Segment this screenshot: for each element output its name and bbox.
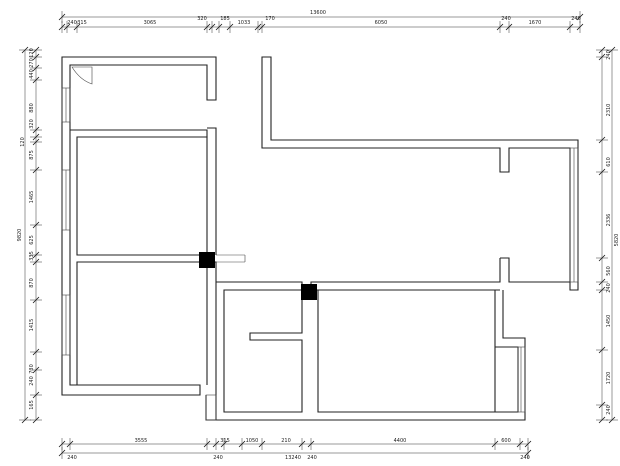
- top-dim-7: 170: [265, 16, 275, 22]
- bottom-dim-5: 1050: [246, 438, 259, 444]
- right-dim-5: 560: [606, 266, 612, 276]
- right-dimension-chain: 5820 240 2310 610 2336 560 240 1450 1720…: [596, 46, 620, 424]
- bottom-dim-2: 3555: [135, 438, 148, 444]
- left-dim-15: 165: [29, 400, 35, 410]
- top-dim-10: 1670: [529, 20, 542, 26]
- left-dim-6: 120: [20, 137, 26, 147]
- right-dim-6: 240: [606, 283, 612, 293]
- right-dim-4: 2336: [606, 214, 612, 227]
- top-dim-8: 6050: [375, 20, 388, 26]
- right-dim-9: 240: [606, 405, 612, 415]
- windows: [61, 87, 579, 421]
- top-dimension-chain: 13600 240 315 3065 320 185 1033 170 6050…: [58, 10, 584, 33]
- top-dim-11: 240: [571, 16, 581, 22]
- left-dim-13: 240: [29, 376, 35, 386]
- top-dim-1: 240: [67, 20, 77, 26]
- bottom-overall-dimension: 13240: [285, 455, 301, 461]
- top-dim-2: 315: [77, 20, 87, 26]
- left-dim-2: 270: [29, 58, 35, 68]
- left-dim-5: 320: [29, 119, 35, 129]
- left-dim-7: 875: [29, 150, 35, 160]
- left-dim-3: 440: [29, 69, 35, 79]
- left-overall-dimension: 9820: [17, 229, 23, 242]
- top-dim-9: 240: [501, 16, 511, 22]
- walls: [61, 56, 579, 421]
- left-dim-4: 880: [29, 103, 35, 113]
- left-dim-9: 625: [29, 235, 35, 245]
- left-dim-1: 120: [29, 48, 35, 58]
- structural-column: [199, 252, 215, 268]
- left-dim-8: 1465: [29, 191, 35, 204]
- right-dim-1: 240: [606, 50, 612, 60]
- bottom-dim-1: 240: [67, 455, 77, 461]
- right-dim-2: 2310: [606, 104, 612, 117]
- right-dim-3: 610: [606, 157, 612, 167]
- bottom-dimension-chain: 13240 240 3555 240 315 1050 210 240 4400…: [58, 438, 532, 461]
- structural-column: [301, 284, 317, 300]
- bottom-dim-8: 4400: [394, 438, 407, 444]
- corner-shaft-icon: [71, 66, 93, 85]
- bottom-dim-4: 315: [220, 438, 230, 444]
- bottom-dim-3: 240: [213, 455, 223, 461]
- top-dim-3: 3065: [144, 20, 157, 26]
- right-dim-7: 1450: [606, 315, 612, 328]
- left-dimension-chain: 9820 120 270 440 880 320 120 875 1465 62…: [17, 46, 42, 424]
- top-dim-5: 185: [220, 16, 230, 22]
- bottom-dim-6: 210: [281, 438, 291, 444]
- left-dim-10: 335: [29, 251, 35, 261]
- right-overall-dimension: 5820: [614, 234, 620, 247]
- bottom-dim-7: 240: [307, 455, 317, 461]
- left-dim-12: 1415: [29, 319, 35, 332]
- bottom-dim-9: 600: [501, 438, 511, 444]
- left-dim-11: 870: [29, 278, 35, 288]
- right-dim-8: 1720: [606, 372, 612, 385]
- top-dim-6: 1033: [238, 20, 251, 26]
- bottom-dim-10: 240: [520, 455, 530, 461]
- top-dim-4: 320: [197, 16, 207, 22]
- left-dim-14: 730: [29, 364, 35, 374]
- top-overall-dimension: 13600: [310, 10, 326, 16]
